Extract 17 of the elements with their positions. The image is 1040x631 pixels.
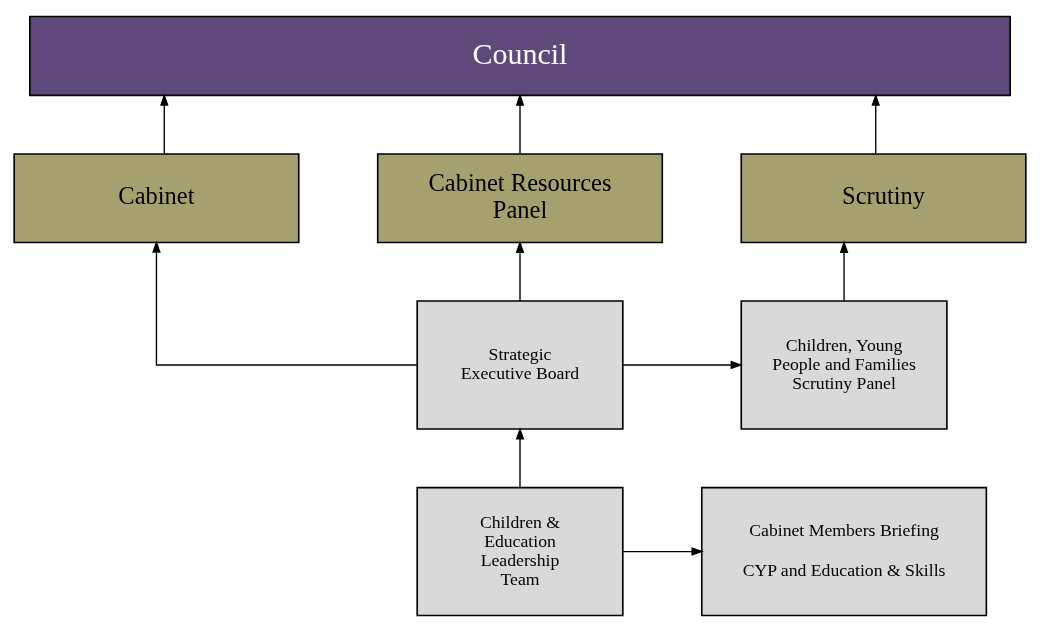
node-box: Council (29, 15, 1011, 96)
arrow (515, 93, 525, 154)
arrow (515, 426, 525, 488)
arrow (622, 360, 743, 369)
arrow (152, 239, 418, 366)
arrow (160, 93, 169, 154)
arrow (871, 93, 880, 154)
arrow (622, 546, 704, 556)
node-box: Cabinet Members Briefing CYP and Education & Skills (700, 486, 988, 616)
node-box: Scrutiny (740, 152, 1027, 243)
node-box: Children, Young People and Families Scrutiny Panel (740, 299, 948, 430)
node-box: Cabinet (13, 152, 300, 243)
node-box: Cabinet Resources Panel (376, 152, 664, 243)
node-box: Strategic Executive Board (416, 299, 624, 430)
arrow (515, 240, 525, 302)
node-box: Children & Education Leadership Team (416, 486, 624, 616)
arrow (839, 240, 849, 302)
